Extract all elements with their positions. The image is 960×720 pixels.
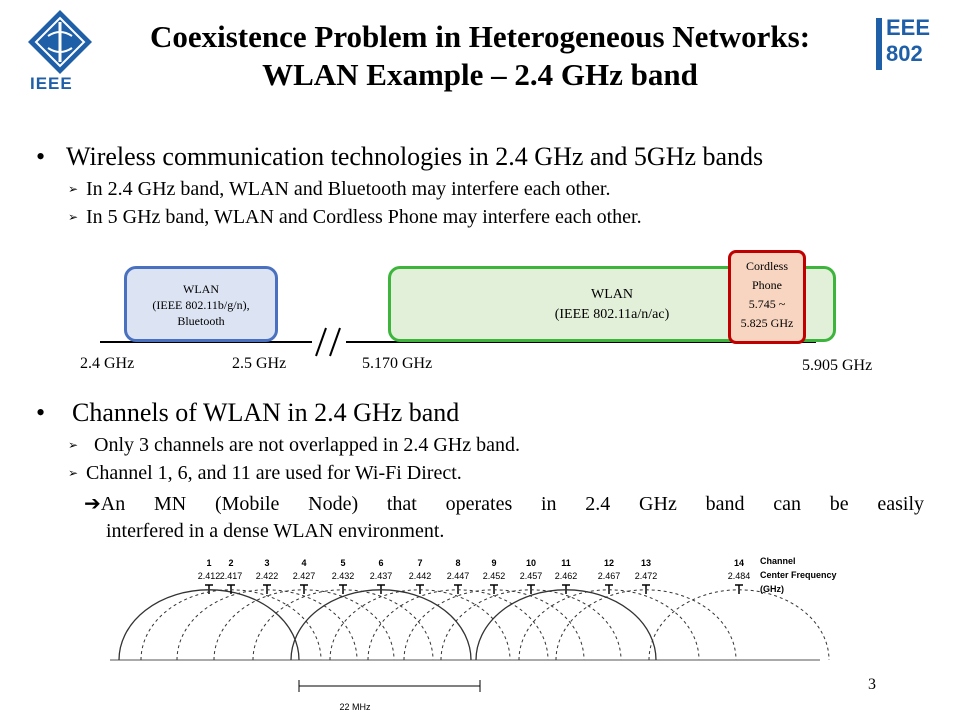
arrow-bullet-icon: ➢ <box>68 182 79 196</box>
conclusion: ➔An MN (Mobile Node) that operates in 2.… <box>84 491 924 545</box>
conclusion-text: An MN (Mobile Node) that operates in 2.4… <box>100 493 924 515</box>
legend-channel: Channel <box>760 556 796 566</box>
channel-number: 5 <box>340 558 345 568</box>
sub-bullet-text: Only 3 channels are not overlapped in 2.… <box>94 434 520 456</box>
freq-label: 2.5 GHz <box>232 355 287 372</box>
arrow-bullet-icon: ➢ <box>68 210 79 224</box>
sub-bullet-1-1: ➢ In 2.4 GHz band, WLAN and Bluetooth may… <box>68 177 610 201</box>
band-label: Phone <box>752 278 782 292</box>
channel-arc <box>555 589 737 661</box>
title-line-1: Coexistence Problem in Heterogeneous Net… <box>149 19 811 54</box>
channel-number: 3 <box>264 558 269 568</box>
sub-bullet-1-2: ➢ In 5 GHz band, WLAN and Cordless Phone … <box>68 205 642 229</box>
axis-break-icon <box>315 327 341 357</box>
title-line-2: WLAN Example – 2.4 GHz band <box>262 57 698 92</box>
channel-arc <box>176 589 358 661</box>
logo-text-bottom: 802 <box>886 41 923 66</box>
bullet-2: • Channels of WLAN in 2.4 GHz band <box>36 398 459 428</box>
conclusion-line-2: interfered in a dense WLAN environment. <box>106 520 445 542</box>
band-label: (IEEE 802.11b/g/n), <box>152 298 250 312</box>
spectrum-axis-left <box>100 341 312 343</box>
channel-number: 6 <box>378 558 383 568</box>
channel-number: 1 <box>206 558 211 568</box>
channel-frequency: 2.447 <box>447 571 470 581</box>
band-cordless-phone: Cordless Phone 5.745 ~ 5.825 GHz <box>728 250 806 344</box>
sub-bullet-2-1: ➢ Only 3 channels are not overlapped in 2… <box>68 433 520 457</box>
ieee-802-logo: EEE 802 <box>874 16 938 72</box>
sub-bullet-text: Channel 1, 6, and 11 are used for Wi-Fi … <box>86 462 462 484</box>
channel-frequency: 2.427 <box>293 571 316 581</box>
channel-number: 9 <box>491 558 496 568</box>
channel-arc <box>213 589 395 661</box>
freq-label: 2.4 GHz <box>80 355 135 372</box>
spectrum-axis-right <box>346 341 816 343</box>
right-arrow-icon: ➔ <box>84 493 101 515</box>
bullet-2-text: Channels of WLAN in 2.4 GHz band <box>72 398 460 427</box>
bullet-dot: • <box>36 142 46 171</box>
channel-number: 2 <box>228 558 233 568</box>
channel-frequency: 2.442 <box>409 571 432 581</box>
channel-arc <box>367 589 549 661</box>
channel-number: 13 <box>641 558 651 568</box>
logo-bar <box>876 18 882 70</box>
logo-text-top: EEE <box>886 15 931 40</box>
band-label: (IEEE 802.11a/n/ac) <box>554 307 670 322</box>
channel-number: 10 <box>526 558 536 568</box>
band-label: WLAN <box>591 287 633 302</box>
freq-label: 5.170 GHz <box>362 355 433 372</box>
channel-frequency: 2.467 <box>598 571 621 581</box>
channel-frequency: 2.412 <box>198 571 221 581</box>
ieee-logo-text: IEEE <box>30 74 73 93</box>
sub-bullet-text: In 2.4 GHz band, WLAN and Bluetooth may … <box>86 178 611 200</box>
channel-frequency: 2.417 <box>220 571 243 581</box>
channel-arc <box>475 589 657 661</box>
channel-frequency: 2.484 <box>728 571 751 581</box>
band-label: 5.745 ~ <box>748 297 786 311</box>
band-wlan-2-4ghz: WLAN (IEEE 802.11b/g/n), Bluetooth <box>124 266 278 342</box>
freq-label: 5.905 GHz <box>802 357 873 374</box>
channel-arc <box>329 589 511 661</box>
channel-number: 12 <box>604 558 614 568</box>
channel-arc <box>648 589 830 661</box>
legend-center-frequency: Center Frequency <box>760 570 837 580</box>
channel-arc <box>290 589 472 661</box>
conclusion-line-1: ➔An MN (Mobile Node) that operates in 2.… <box>84 491 924 518</box>
band-label: 5.825 GHz <box>740 316 794 330</box>
legend-unit: (GHz) <box>760 584 784 594</box>
channel-number: 11 <box>561 558 571 568</box>
channel-diagram: 1 2.412 2 2.417 3 2.422 4 2.427 5 2.432 6 2.437 7 2.4… <box>110 556 837 712</box>
bullet-dot: • <box>36 398 46 427</box>
channel-number: 4 <box>301 558 306 568</box>
band-label: Bluetooth <box>177 314 225 328</box>
bullet-1-text: Wireless communication technologies in 2… <box>66 142 764 171</box>
sub-bullet-text: In 5 GHz band, WLAN and Cordless Phone m… <box>86 206 642 228</box>
channel-arc <box>403 589 585 661</box>
arrow-bullet-icon: ➢ <box>68 466 79 480</box>
ieee-diamond-icon <box>28 10 92 74</box>
page-number: 3 <box>868 676 876 693</box>
channel-frequency: 2.437 <box>370 571 393 581</box>
band-label: WLAN <box>183 282 219 296</box>
channel-arc <box>140 589 322 661</box>
channel-frequency: 2.457 <box>520 571 543 581</box>
bullet-1: • Wireless communication technologies in … <box>36 142 763 172</box>
channel-arc <box>440 589 622 661</box>
channel-number: 7 <box>417 558 422 568</box>
channel-frequency: 2.422 <box>256 571 279 581</box>
channel-frequency: 2.472 <box>635 571 658 581</box>
channel-frequency: 2.462 <box>555 571 578 581</box>
sub-bullet-2-2: ➢ Channel 1, 6, and 11 are used for Wi-Fi… <box>68 461 462 485</box>
width-label: 22 MHz <box>339 702 371 712</box>
channel-arc <box>118 589 300 661</box>
channel-frequency: 2.432 <box>332 571 355 581</box>
slide-title: Coexistence Problem in Heterogeneous Net… <box>0 18 960 94</box>
channel-number: 14 <box>734 558 744 568</box>
channel-frequency: 2.452 <box>483 571 506 581</box>
channel-arc <box>518 589 700 661</box>
arrow-bullet-icon: ➢ <box>68 438 79 452</box>
channel-arc <box>252 589 434 661</box>
band-label: Cordless <box>746 259 788 273</box>
channel-number: 8 <box>455 558 460 568</box>
ieee-logo: IEEE <box>24 8 96 96</box>
